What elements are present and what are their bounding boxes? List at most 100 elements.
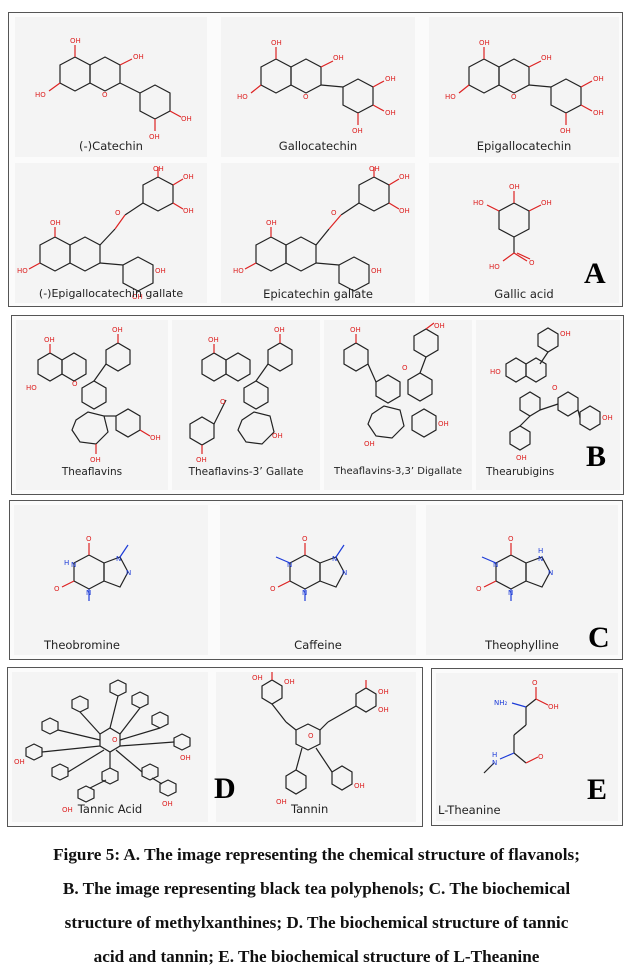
svg-text:O: O — [86, 535, 92, 543]
svg-text:N: N — [342, 569, 347, 577]
svg-text:N: N — [126, 569, 131, 577]
svg-text:HO: HO — [473, 199, 484, 207]
compound-label: Gallic acid — [494, 287, 554, 301]
svg-text:O: O — [54, 585, 60, 593]
caption-line: acid and tannin; E. The biochemical stru… — [93, 947, 540, 966]
svg-text:H: H — [492, 751, 497, 759]
compound-label: Tannin — [291, 802, 329, 816]
svg-text:OH: OH — [62, 806, 73, 814]
compound-label: Caffeine — [294, 638, 342, 652]
panel-letter: C — [588, 621, 610, 654]
svg-text:O: O — [112, 736, 118, 744]
compound-label: L-Theanine — [438, 803, 501, 817]
svg-text:HO: HO — [237, 93, 248, 101]
svg-text:OH: OH — [183, 207, 194, 215]
svg-text:OH: OH — [112, 326, 123, 334]
svg-text:NH₂: NH₂ — [494, 699, 508, 707]
svg-text:OH: OH — [180, 754, 191, 762]
svg-text:O: O — [302, 535, 308, 543]
svg-text:O: O — [72, 380, 78, 388]
svg-text:OH: OH — [385, 109, 396, 117]
svg-text:HO: HO — [35, 91, 46, 99]
compound-label: (-)Catechin — [79, 139, 143, 153]
compound-label: Tannic Acid — [77, 802, 143, 816]
svg-text:OH: OH — [364, 440, 375, 448]
svg-text:O: O — [102, 91, 108, 99]
svg-text:N: N — [71, 561, 76, 569]
svg-text:OH: OH — [350, 326, 361, 334]
svg-text:OH: OH — [271, 39, 282, 47]
svg-text:O: O — [508, 535, 514, 543]
svg-text:O: O — [538, 753, 544, 761]
svg-text:OH: OH — [266, 219, 277, 227]
svg-text:OH: OH — [593, 75, 604, 83]
svg-text:OH: OH — [150, 434, 161, 442]
svg-text:OH: OH — [284, 678, 295, 686]
gallic-acid-structure-icon: OH HO OH HO O — [473, 183, 552, 271]
panel-letter: E — [587, 773, 608, 806]
svg-text:OH: OH — [541, 199, 552, 207]
svg-text:O: O — [511, 93, 517, 101]
svg-text:OH: OH — [50, 219, 61, 227]
svg-text:O: O — [552, 384, 558, 392]
svg-text:OH: OH — [70, 37, 81, 45]
svg-text:HO: HO — [445, 93, 456, 101]
compound-label: Epigallocatechin — [476, 139, 572, 153]
panel-letter: B — [586, 440, 607, 473]
svg-text:N: N — [302, 589, 307, 597]
compound-gallic-acid: OH HO OH HO O Gallic acid — [429, 163, 619, 303]
svg-text:OH: OH — [371, 267, 382, 275]
svg-text:OH: OH — [516, 454, 527, 462]
svg-text:OH: OH — [352, 127, 363, 135]
svg-text:OH: OH — [183, 173, 194, 181]
svg-text:OH: OH — [14, 758, 25, 766]
svg-text:OH: OH — [378, 706, 389, 714]
svg-text:H: H — [64, 559, 69, 567]
svg-text:OH: OH — [509, 183, 520, 191]
svg-text:HO: HO — [490, 368, 501, 376]
svg-text:N: N — [287, 561, 292, 569]
svg-text:O: O — [331, 209, 337, 217]
svg-text:HO: HO — [26, 384, 37, 392]
svg-text:OH: OH — [196, 456, 207, 464]
compound-label: Theobromine — [44, 638, 120, 652]
svg-text:O: O — [532, 679, 538, 687]
svg-text:OH: OH — [149, 133, 160, 141]
svg-text:OH: OH — [399, 173, 410, 181]
svg-text:OH: OH — [208, 336, 219, 344]
caption-line: B. The image representing black tea poly… — [62, 879, 571, 898]
svg-text:OH: OH — [272, 432, 283, 440]
svg-text:HO: HO — [489, 263, 500, 271]
svg-text:OH: OH — [385, 75, 396, 83]
svg-text:OH: OH — [434, 322, 445, 330]
svg-text:OH: OH — [333, 54, 344, 62]
svg-text:OH: OH — [354, 782, 365, 790]
svg-text:O: O — [529, 259, 535, 267]
compound-label: Theaflavins — [61, 466, 123, 478]
svg-text:N: N — [548, 569, 553, 577]
compound-label: Theophylline — [485, 638, 559, 652]
svg-text:OH: OH — [153, 165, 164, 173]
svg-text:OH: OH — [378, 688, 389, 696]
